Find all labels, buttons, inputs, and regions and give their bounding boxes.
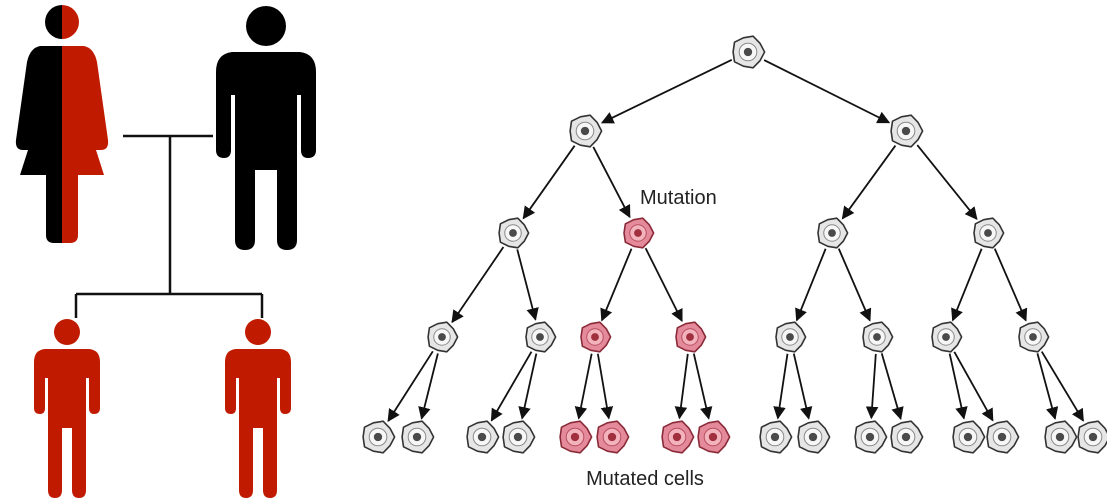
normal-cell xyxy=(854,420,888,454)
child-1-figure-icon xyxy=(34,319,100,498)
division-arrow xyxy=(953,351,994,422)
normal-cell xyxy=(362,420,396,454)
division-arrow xyxy=(1036,353,1059,420)
division-arrow xyxy=(644,247,683,323)
cell-tree-arrows xyxy=(387,59,1084,423)
division-arrow xyxy=(795,248,827,322)
mutation-label: Mutation xyxy=(640,187,717,209)
normal-cell xyxy=(862,321,894,353)
division-arrow xyxy=(387,350,434,423)
mutated-cell xyxy=(697,420,731,454)
normal-cell xyxy=(401,420,435,454)
pedigree xyxy=(15,5,316,498)
normal-cell xyxy=(502,420,536,454)
normal-cell xyxy=(890,420,924,454)
normal-cell xyxy=(732,35,766,69)
division-arrow xyxy=(490,351,533,422)
division-arrow xyxy=(837,248,872,322)
cell-tree-cells xyxy=(362,35,1107,454)
normal-cell xyxy=(1077,420,1107,454)
division-arrow xyxy=(596,353,614,420)
division-arrow xyxy=(522,145,576,220)
division-arrow xyxy=(865,353,879,420)
mother-figure-icon xyxy=(15,5,109,243)
division-arrow xyxy=(516,249,539,321)
normal-cell xyxy=(525,321,557,353)
normal-cell xyxy=(759,420,793,454)
division-arrow xyxy=(574,353,593,420)
normal-cell xyxy=(569,114,603,148)
division-arrow xyxy=(792,353,813,420)
normal-cell xyxy=(952,420,986,454)
mutated-cell xyxy=(623,217,655,249)
division-arrow xyxy=(592,146,631,219)
division-arrow xyxy=(763,59,891,124)
division-arrow xyxy=(600,248,633,322)
division-arrow xyxy=(993,248,1028,322)
normal-cell xyxy=(890,114,924,148)
child-2-figure-icon xyxy=(225,319,291,498)
division-arrow xyxy=(692,353,713,420)
father-figure-icon xyxy=(216,6,316,250)
normal-cell xyxy=(1044,420,1078,454)
normal-cell xyxy=(931,321,963,353)
division-arrow xyxy=(948,353,968,420)
division-arrow xyxy=(773,353,789,420)
division-arrow xyxy=(1040,351,1084,422)
division-arrow xyxy=(451,246,505,324)
normal-cell xyxy=(1018,321,1050,353)
division-arrow xyxy=(880,353,904,420)
normal-cell xyxy=(498,217,530,249)
normal-cell xyxy=(817,217,849,249)
division-arrow xyxy=(674,353,689,420)
mutated-cell xyxy=(675,321,707,353)
division-arrow xyxy=(951,248,983,322)
normal-cell xyxy=(775,321,807,353)
division-arrow xyxy=(600,59,733,124)
normal-cell xyxy=(986,420,1020,454)
normal-cell xyxy=(427,321,459,353)
mutated-cell xyxy=(661,420,695,454)
division-arrow xyxy=(518,353,538,420)
normal-cell xyxy=(466,420,500,454)
mutated-cell xyxy=(596,420,630,454)
mutated-cells-label: Mutated cells xyxy=(586,468,704,490)
pedigree-lines xyxy=(74,134,264,318)
mutated-cell xyxy=(580,321,612,353)
division-arrow xyxy=(418,353,439,420)
normal-cell xyxy=(973,217,1005,249)
division-arrow xyxy=(841,145,897,220)
normal-cell xyxy=(797,420,831,454)
mutated-cell xyxy=(559,420,593,454)
division-arrow xyxy=(916,144,978,220)
